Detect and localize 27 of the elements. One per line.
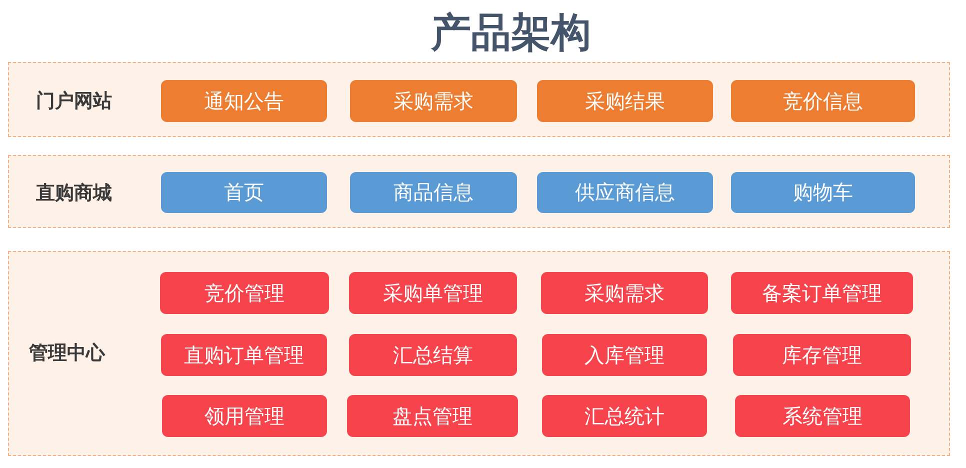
module-box: 通知公告 bbox=[161, 80, 327, 122]
module-box: 采购结果 bbox=[537, 80, 713, 122]
section-heading: 管理中心 bbox=[29, 341, 105, 365]
section-band bbox=[8, 62, 950, 137]
module-box: 供应商信息 bbox=[537, 172, 713, 213]
module-box: 库存管理 bbox=[733, 334, 911, 376]
module-box: 领用管理 bbox=[162, 395, 327, 437]
module-box: 采购需求 bbox=[350, 80, 517, 122]
module-box: 汇总统计 bbox=[542, 395, 707, 437]
module-box: 采购需求 bbox=[541, 272, 708, 314]
module-box: 入库管理 bbox=[542, 334, 707, 376]
module-box: 首页 bbox=[161, 172, 327, 213]
section-heading: 门户网站 bbox=[36, 89, 112, 113]
module-box: 盘点管理 bbox=[347, 395, 518, 437]
module-box: 购物车 bbox=[731, 172, 915, 213]
module-box: 备案订单管理 bbox=[731, 272, 913, 314]
section-band bbox=[8, 251, 950, 456]
module-box: 直购订单管理 bbox=[161, 334, 327, 376]
module-box: 竞价管理 bbox=[160, 272, 329, 314]
module-box: 商品信息 bbox=[350, 172, 517, 213]
section-heading: 直购商城 bbox=[36, 181, 112, 205]
module-box: 汇总结算 bbox=[349, 334, 517, 376]
module-box: 竞价信息 bbox=[731, 80, 915, 122]
module-box: 系统管理 bbox=[735, 395, 910, 437]
diagram-title: 产品架构 bbox=[431, 9, 591, 58]
section-band bbox=[8, 155, 950, 228]
module-box: 采购单管理 bbox=[349, 272, 517, 314]
